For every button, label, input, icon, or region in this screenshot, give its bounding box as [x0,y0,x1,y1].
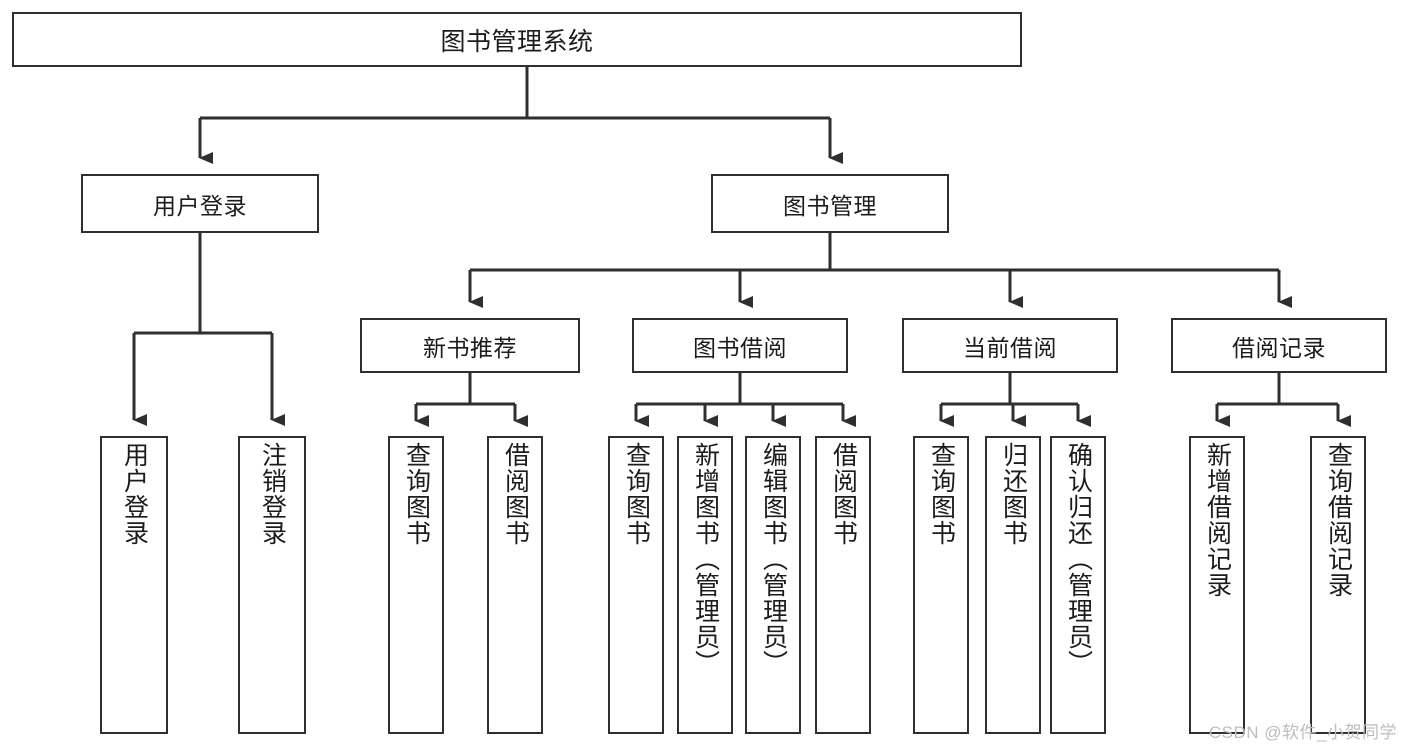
node-label: 图书管理 [783,192,877,219]
leaf-return-book[interactable]: 归还图书 [985,436,1041,734]
node-user-login[interactable]: 用户登录 [81,174,319,233]
leaf-borrow-book-recommend[interactable]: 借阅图书 [487,436,543,734]
node-label: 当前借阅 [963,334,1057,361]
node-label: 查询图书 [927,442,956,546]
leaf-logout[interactable]: 注销登录 [238,436,306,734]
node-label: 查询图书 [622,442,651,546]
node-label: 用户登录 [153,192,247,219]
node-label: 图书管理系统 [440,27,594,56]
node-label: 新增图书（管理员） [691,442,720,676]
node-label: 借阅记录 [1232,334,1326,361]
watermark-label: CSDN @软件_小贺同学 [1208,723,1397,742]
node-label: 图书借阅 [693,334,787,361]
node-label: 查询图书 [402,442,431,546]
node-label: 注销登录 [258,442,287,546]
node-label: 借阅图书 [501,442,530,546]
leaf-confirm-return-admin[interactable]: 确认归还（管理员） [1050,436,1106,734]
node-label: 编辑图书（管理员） [759,442,788,676]
node-book-management[interactable]: 图书管理 [711,174,949,233]
leaf-user-login[interactable]: 用户登录 [100,436,168,734]
node-current-borrow[interactable]: 当前借阅 [902,318,1118,373]
node-new-book-recommend[interactable]: 新书推荐 [360,318,580,373]
leaf-edit-book-admin[interactable]: 编辑图书（管理员） [745,436,801,734]
node-label: 查询借阅记录 [1324,442,1353,598]
node-label: 归还图书 [999,442,1028,546]
node-label: 用户登录 [120,442,149,546]
node-label: 借阅图书 [829,442,858,546]
leaf-borrow-book[interactable]: 借阅图书 [815,436,871,734]
leaf-query-book-current[interactable]: 查询图书 [913,436,969,734]
leaf-add-book-admin[interactable]: 新增图书（管理员） [677,436,733,734]
node-label: 新增借阅记录 [1203,442,1232,598]
leaf-query-book-borrow[interactable]: 查询图书 [608,436,664,734]
leaf-query-borrow-record[interactable]: 查询借阅记录 [1310,436,1366,734]
node-root-system[interactable]: 图书管理系统 [12,12,1022,67]
node-label: 新书推荐 [423,334,517,361]
node-label: 确认归还（管理员） [1064,442,1093,676]
leaf-query-book-recommend[interactable]: 查询图书 [388,436,444,734]
node-book-borrow[interactable]: 图书借阅 [632,318,848,373]
leaf-add-borrow-record[interactable]: 新增借阅记录 [1189,436,1245,734]
node-borrow-record[interactable]: 借阅记录 [1171,318,1387,373]
